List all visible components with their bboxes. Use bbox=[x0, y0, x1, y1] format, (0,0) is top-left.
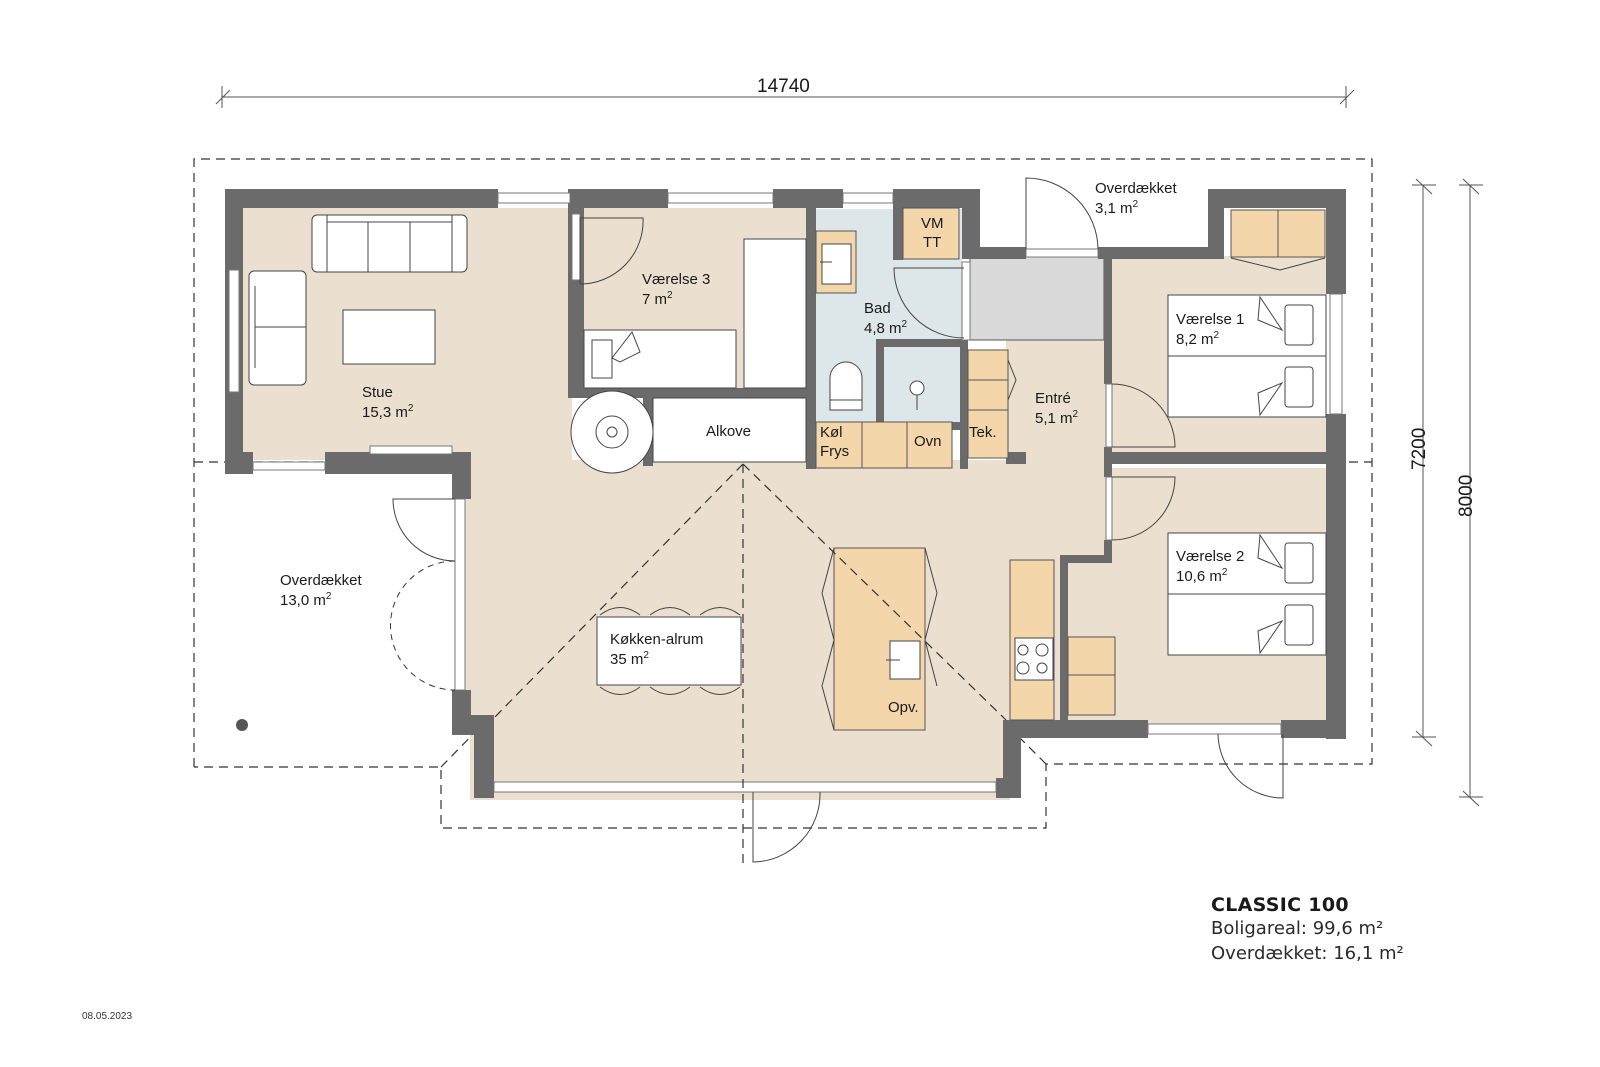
room-label-overdaekket-north: Overdækket bbox=[1095, 180, 1178, 197]
room1-bed bbox=[1167, 294, 1327, 418]
room-area-kokken-alrum: 35 m2 bbox=[610, 650, 649, 668]
date-stamp: 08.05.2023 bbox=[82, 1011, 133, 1022]
title-block: CLASSIC 100 Boligareal: 99,6 m² Overdækk… bbox=[1211, 894, 1404, 966]
room-label-stue: Stue bbox=[362, 384, 393, 401]
kitchen-cabinets bbox=[815, 209, 1326, 469]
room-area-overdaekket-west: 13,0 m2 bbox=[280, 591, 332, 609]
bath-fixtures bbox=[815, 207, 960, 411]
ovn-label: Ovn bbox=[914, 433, 942, 450]
alkove bbox=[652, 397, 807, 463]
height-total-label: 8000 bbox=[1456, 475, 1477, 517]
column-post bbox=[236, 719, 248, 731]
room-label-overdaekket-west: Overdækket bbox=[280, 572, 363, 589]
fixture-labels: Alkove VM TT Køl Frys Ovn Tek. Opv. bbox=[706, 215, 997, 716]
room-label-bad: Bad bbox=[864, 300, 891, 317]
height-inner-label: 7200 bbox=[1409, 428, 1430, 470]
living-area: Boligareal: 99,6 m² bbox=[1211, 918, 1384, 939]
kitchen-island bbox=[821, 547, 938, 731]
living-furniture bbox=[248, 214, 654, 474]
room-area-overdaekket-north: 3,1 m2 bbox=[1095, 199, 1139, 217]
frys-label: Frys bbox=[820, 443, 849, 460]
room-label-vaerelse1: Værelse 1 bbox=[1176, 311, 1244, 328]
room-label-kokken-alrum: Køkken-alrum bbox=[610, 631, 703, 648]
room-area-bad: 4,8 m2 bbox=[864, 319, 908, 337]
room3-beds bbox=[583, 238, 807, 389]
dimension-heights: 7200 8000 bbox=[1409, 178, 1483, 807]
tt-label: TT bbox=[923, 234, 941, 251]
roof-ridge-lines bbox=[491, 463, 1007, 868]
alkove-label: Alkove bbox=[706, 423, 751, 440]
vm-label: VM bbox=[921, 215, 944, 232]
dimension-width: 14740 bbox=[215, 76, 1355, 108]
room-label-vaerelse2: Værelse 2 bbox=[1176, 548, 1244, 565]
model-title: CLASSIC 100 bbox=[1211, 894, 1349, 916]
room-label-vaerelse3: Værelse 3 bbox=[642, 271, 710, 288]
tek-label: Tek. bbox=[969, 424, 997, 441]
room-labels: Stue 15,3 m2 Værelse 3 7 m2 Bad 4,8 m2 E… bbox=[280, 180, 1244, 668]
walls bbox=[225, 189, 1346, 798]
room-label-entre: Entré bbox=[1035, 390, 1071, 407]
room-area-vaerelse1: 8,2 m2 bbox=[1176, 330, 1220, 348]
room-area-vaerelse2: 10,6 m2 bbox=[1176, 567, 1228, 585]
windows bbox=[228, 192, 1343, 793]
width-label: 14740 bbox=[757, 76, 810, 97]
covered-area: Overdækket: 16,1 m² bbox=[1211, 943, 1404, 964]
room-area-entre: 5,1 m2 bbox=[1035, 409, 1079, 427]
opv-label: Opv. bbox=[888, 699, 919, 716]
doors bbox=[390, 177, 1284, 863]
room-area-stue: 15,3 m2 bbox=[362, 403, 414, 421]
room-area-vaerelse3: 7 m2 bbox=[642, 290, 673, 308]
room2-bed bbox=[1009, 532, 1327, 721]
dining-table bbox=[596, 607, 742, 695]
kol-label: Køl bbox=[820, 424, 843, 441]
